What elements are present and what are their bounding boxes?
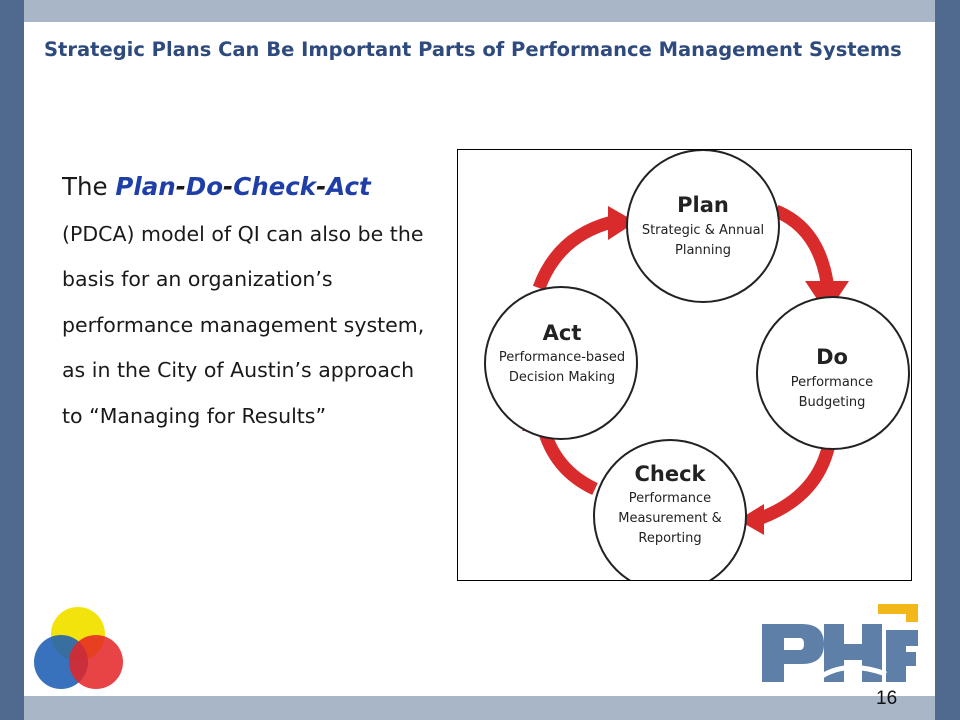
node-do-title: Do (816, 345, 848, 369)
node-do-line-1: Performance (791, 375, 873, 390)
node-check-line-1: Performance (629, 491, 711, 506)
node-act-line-2: Decision Making (509, 370, 615, 385)
body-lead: The (62, 172, 116, 201)
pdca-diagram: Plan Strategic & Annual Planning Do Perf… (457, 149, 912, 581)
body-dash: - (316, 172, 327, 201)
node-check-line-3: Reporting (638, 531, 701, 546)
arrow-plan-to-do (773, 204, 834, 284)
phf-logo (762, 604, 918, 682)
body-term-check: Check (233, 172, 317, 201)
bottom-band (24, 696, 935, 720)
venn-logo (34, 607, 123, 689)
pdca-cycle-svg: Plan Strategic & Annual Planning Do Perf… (484, 150, 910, 580)
node-do-line-2: Budgeting (799, 395, 866, 410)
slide-title: Strategic Plans Can Be Important Parts o… (44, 38, 902, 61)
body-text: The Plan-Do-Check-Act (PDCA) model of QI… (62, 164, 432, 439)
slide: Strategic Plans Can Be Important Parts o… (24, 22, 935, 696)
body-term-do: Do (185, 172, 224, 201)
node-act-title: Act (543, 321, 582, 345)
node-plan: Plan Strategic & Annual Planning (626, 150, 780, 303)
body-term-plan: Plan (115, 172, 176, 201)
arrowhead-plan (608, 206, 636, 240)
node-check: Check Performance Measurement & Reportin… (593, 439, 747, 580)
node-check-title: Check (634, 462, 706, 486)
node-plan-line-1: Strategic & Annual (642, 223, 764, 238)
body-term-act: Act (326, 172, 371, 201)
body-dash: - (223, 172, 234, 201)
body-rest: (PDCA) model of QI can also be the basis… (62, 221, 425, 428)
node-plan-line-2: Planning (675, 243, 731, 258)
arrow-act-to-plan (532, 215, 614, 291)
body-dash: - (175, 172, 186, 201)
node-plan-title: Plan (677, 193, 729, 217)
node-act: Act Performance-based Decision Making (484, 286, 638, 440)
top-band (24, 0, 935, 22)
arrowhead-check (738, 504, 764, 535)
page-number: 16 (876, 688, 898, 709)
node-check-line-2: Measurement & (618, 511, 722, 526)
node-do: Do Performance Budgeting (756, 296, 910, 450)
node-act-line-1: Performance-based (499, 350, 625, 365)
